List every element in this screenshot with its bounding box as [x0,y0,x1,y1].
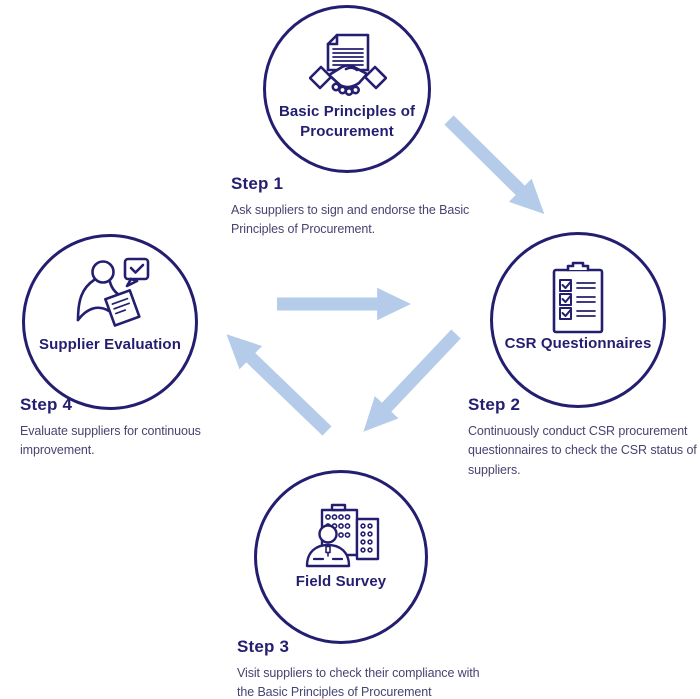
step2-description: Continuously conduct CSR procurement que… [468,424,697,477]
step1-description: Ask suppliers to sign and endorse the Ba… [231,203,470,237]
step4-heading: Step 4 [20,395,73,414]
step3-heading: Step 3 [237,637,290,656]
step2-heading: Step 2 [468,395,521,414]
step3-description: Visit suppliers to check their complianc… [237,666,480,699]
clipboard-checklist-icon [552,261,604,334]
step1-heading: Step 1 [231,174,284,193]
person-reading-icon [76,257,150,327]
node-label-supplier-evaluation: Supplier Evaluation [39,336,181,353]
person-buildings-icon [305,503,380,568]
arrow-down-left-icon [363,329,461,432]
step4-description: Evaluate suppliers for continuous improv… [20,424,201,458]
document-handshake-icon [309,33,387,96]
arrow-up-left-icon [226,334,332,436]
node-label-csr-questionnaires: CSR Questionnaires [504,335,652,352]
node-supplier-evaluation: Supplier Evaluation [22,234,198,410]
node-label-basic-principles: Basic Principles of Procurement [278,103,416,140]
node-field-survey: Field Survey [254,470,428,644]
node-basic-principles: Basic Principles of Procurement [263,5,431,173]
arrow-down-right-icon [444,115,545,214]
node-label-field-survey: Field Survey [295,573,387,590]
node-csr-questionnaires: CSR Questionnaires [490,232,666,408]
